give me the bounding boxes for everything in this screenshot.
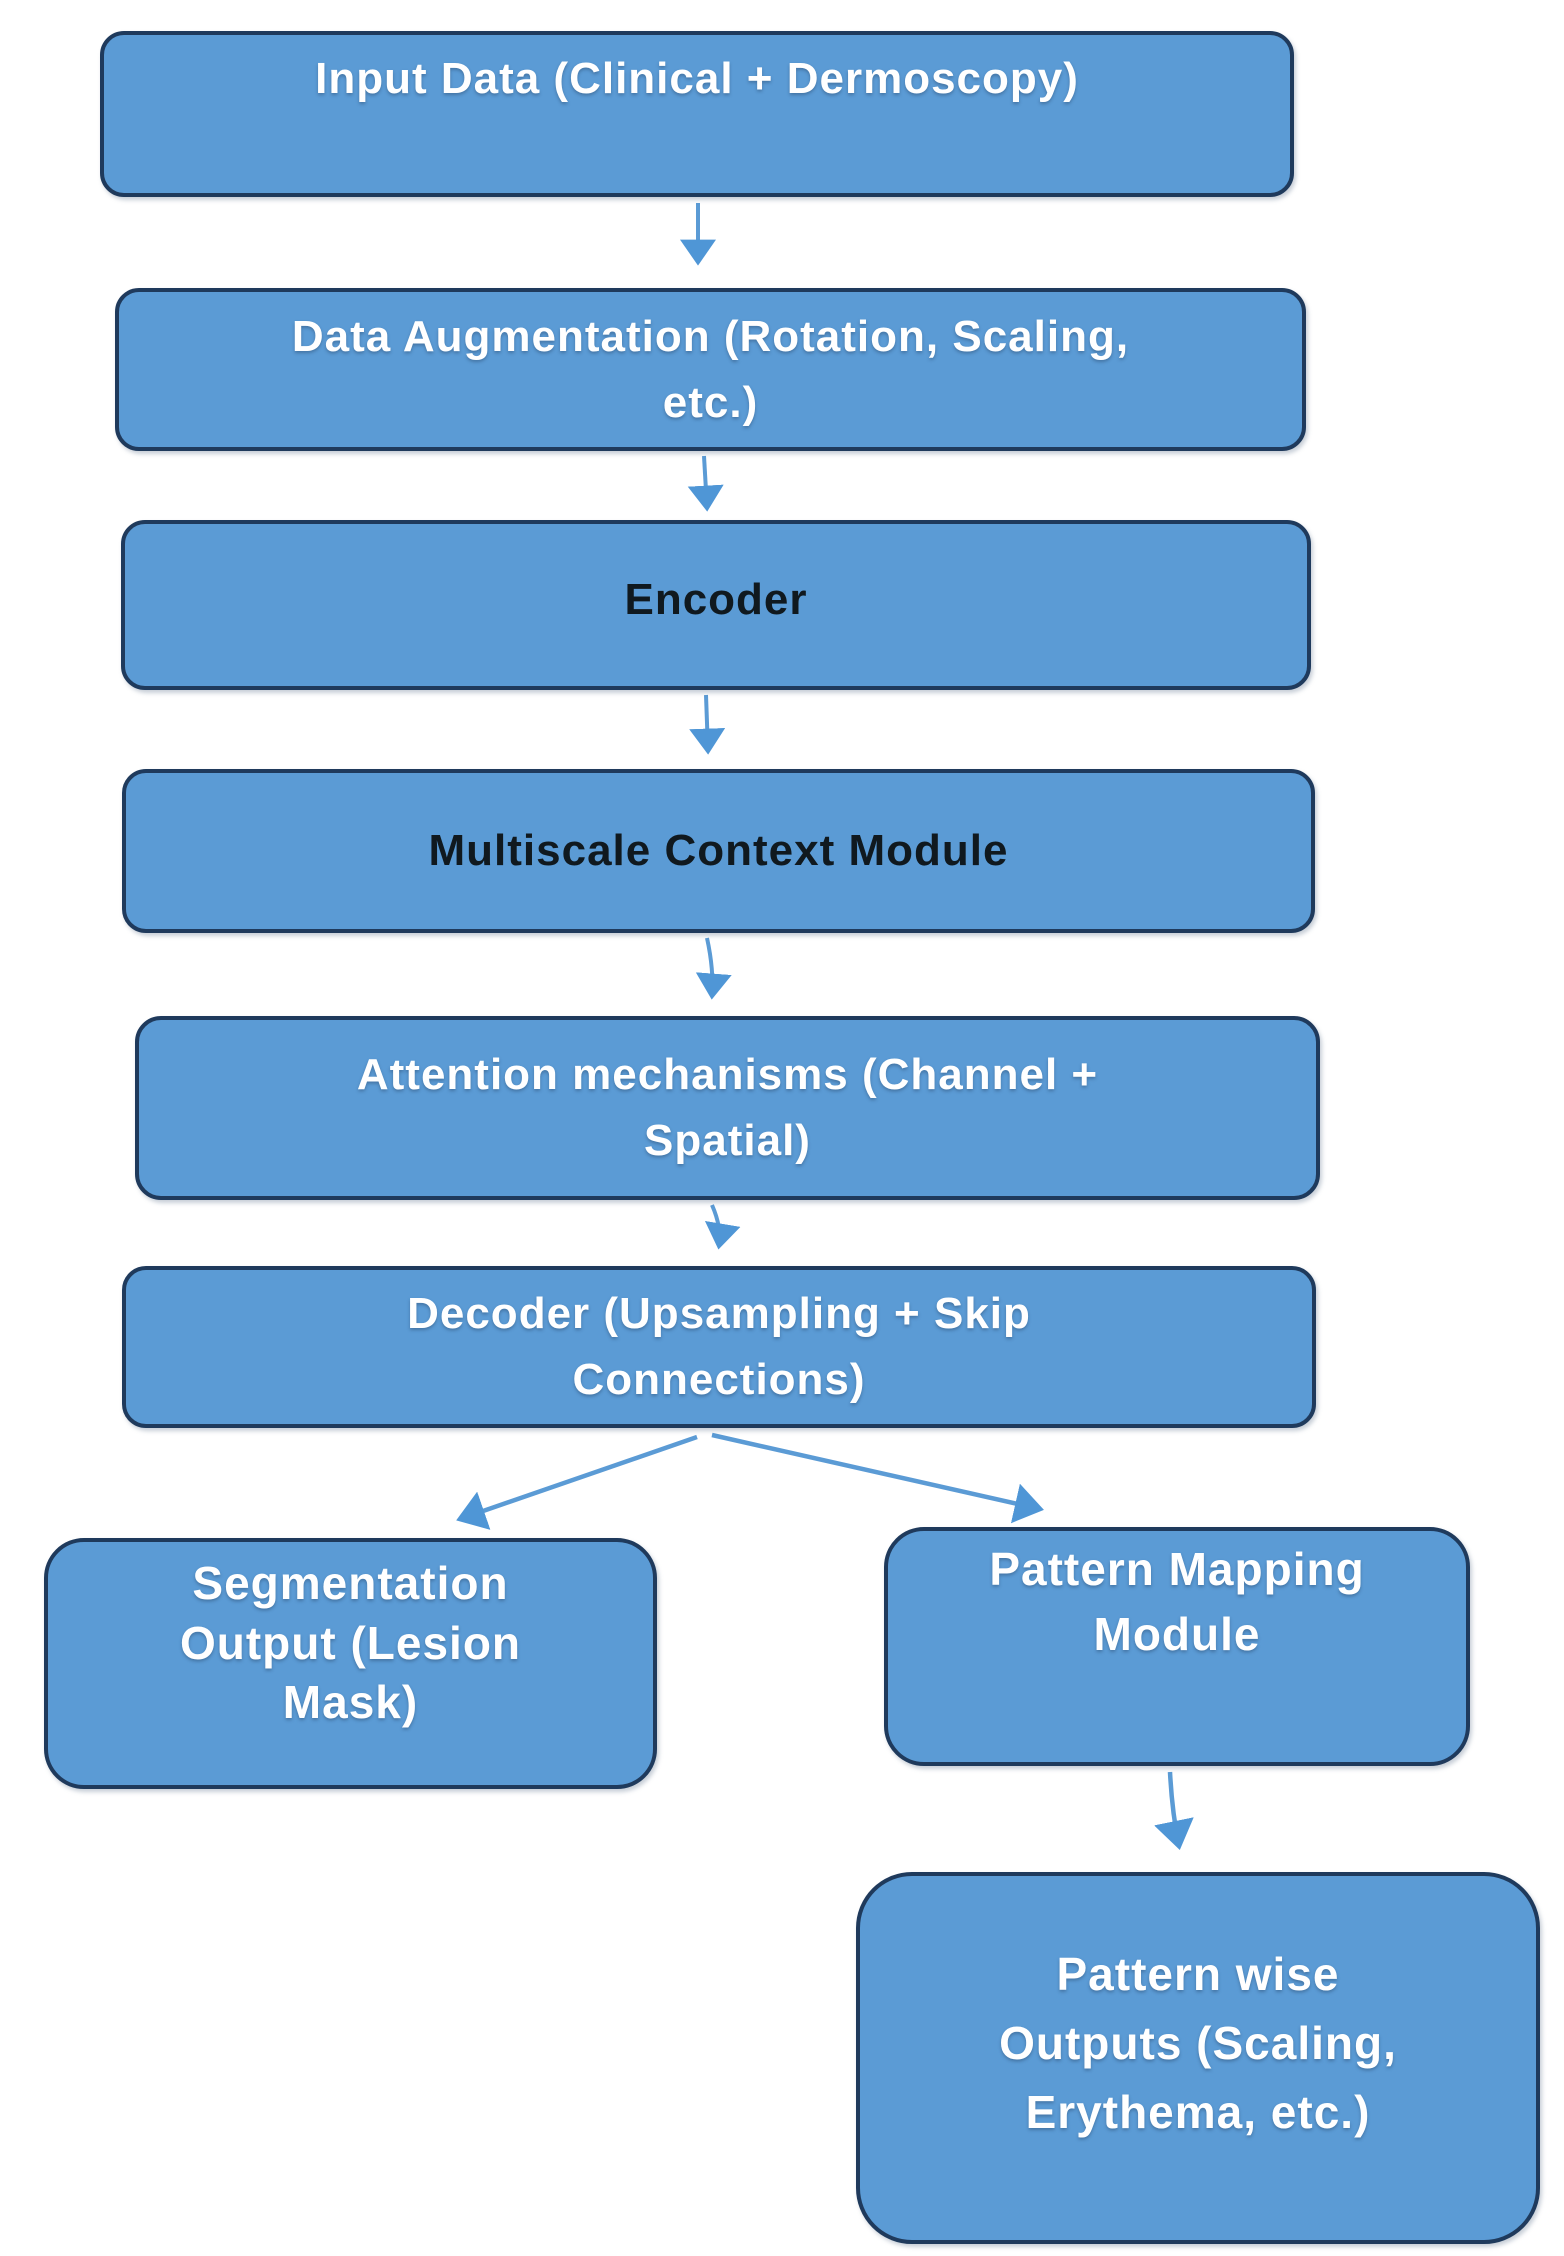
- arrow-encoder-to-multiscale: [689, 694, 726, 755]
- node-data-augmentation-label: Data Augmentation (Rotation, Scaling, et…: [291, 311, 1130, 427]
- node-decoder-label: Decoder (Upsampling + Skip Connections): [407, 1289, 1031, 1404]
- arrow-multiscale-to-attention: [695, 937, 732, 1000]
- node-segmentation-output-label: Segmentation Output (Lesion Mask): [179, 1556, 522, 1729]
- node-multiscale-context-label: Multiscale Context Module: [428, 826, 1009, 875]
- node-pattern-outputs-label: Pattern wise Outputs (Scaling, Erythema,…: [999, 1947, 1397, 2138]
- arrow-pattern-mapping-to-outputs: [1154, 1771, 1194, 1850]
- node-attention-mechanisms-label: Attention mechanisms (Channel + Spatial): [356, 1050, 1099, 1165]
- node-multiscale-context: Multiscale Context Module: [122, 769, 1315, 933]
- node-decoder: Decoder (Upsampling + Skip Connections): [122, 1266, 1316, 1428]
- node-pattern-mapping: Pattern Mapping Module: [884, 1527, 1470, 1766]
- node-encoder: Encoder: [121, 520, 1311, 690]
- node-data-augmentation: Data Augmentation (Rotation, Scaling, et…: [115, 288, 1306, 451]
- node-segmentation-output: Segmentation Output (Lesion Mask): [44, 1538, 657, 1789]
- arrow-decoder-to-segmentation: [456, 1434, 698, 1530]
- arrow-augmentation-to-encoder: [687, 455, 724, 512]
- node-input-data-label: Input Data (Clinical + Dermoscopy): [315, 54, 1079, 103]
- node-pattern-mapping-label: Pattern Mapping Module: [989, 1543, 1365, 1660]
- node-attention-mechanisms: Attention mechanisms (Channel + Spatial): [135, 1016, 1320, 1200]
- arrow-attention-to-decoder: [704, 1204, 741, 1250]
- node-pattern-outputs: Pattern wise Outputs (Scaling, Erythema,…: [856, 1872, 1540, 2244]
- node-input-data: Input Data (Clinical + Dermoscopy): [100, 31, 1294, 197]
- arrow-decoder-to-pattern-mapping: [711, 1432, 1044, 1524]
- node-encoder-label: Encoder: [624, 575, 808, 624]
